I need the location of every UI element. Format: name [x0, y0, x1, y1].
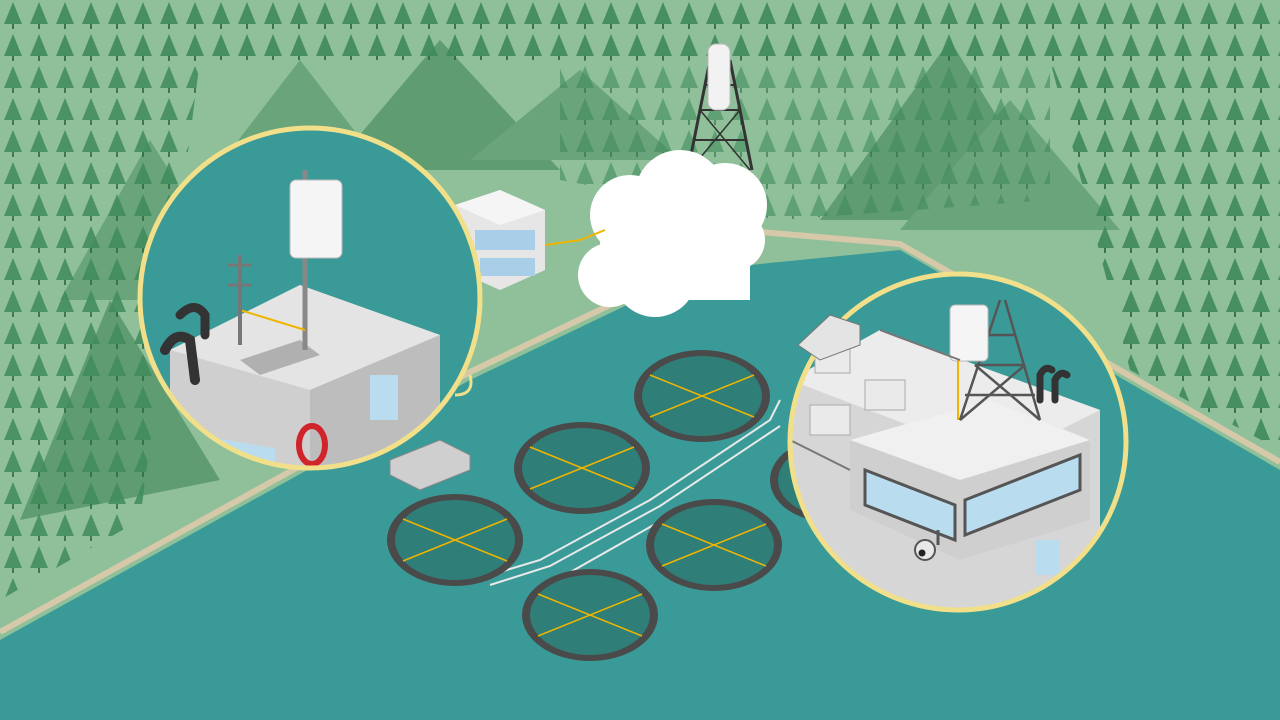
control-vessel [797, 314, 861, 361]
forest-top [0, 0, 1280, 60]
brand-logo-icon [296, 423, 328, 467]
exhaust-pipe-icon [160, 331, 200, 385]
antenna-panel-icon [949, 304, 989, 362]
antenna-panel-icon [289, 179, 343, 259]
shoreline-right [759, 229, 1280, 465]
fish-pen [646, 499, 782, 591]
exhaust-pipe-icon [1036, 364, 1056, 404]
forest-right [1050, 60, 1280, 450]
lattice-mast-icon [958, 299, 1042, 421]
fish-pen [387, 494, 523, 586]
cloud-icon [578, 150, 767, 317]
forest-left [0, 60, 200, 600]
fish-pen [522, 569, 658, 661]
fish-pen [634, 350, 770, 442]
callout-right [787, 271, 1129, 613]
feed-barge [389, 439, 471, 491]
security-camera-icon [914, 530, 940, 561]
fish-pen [514, 422, 650, 514]
callout-left-connector [454, 374, 473, 397]
